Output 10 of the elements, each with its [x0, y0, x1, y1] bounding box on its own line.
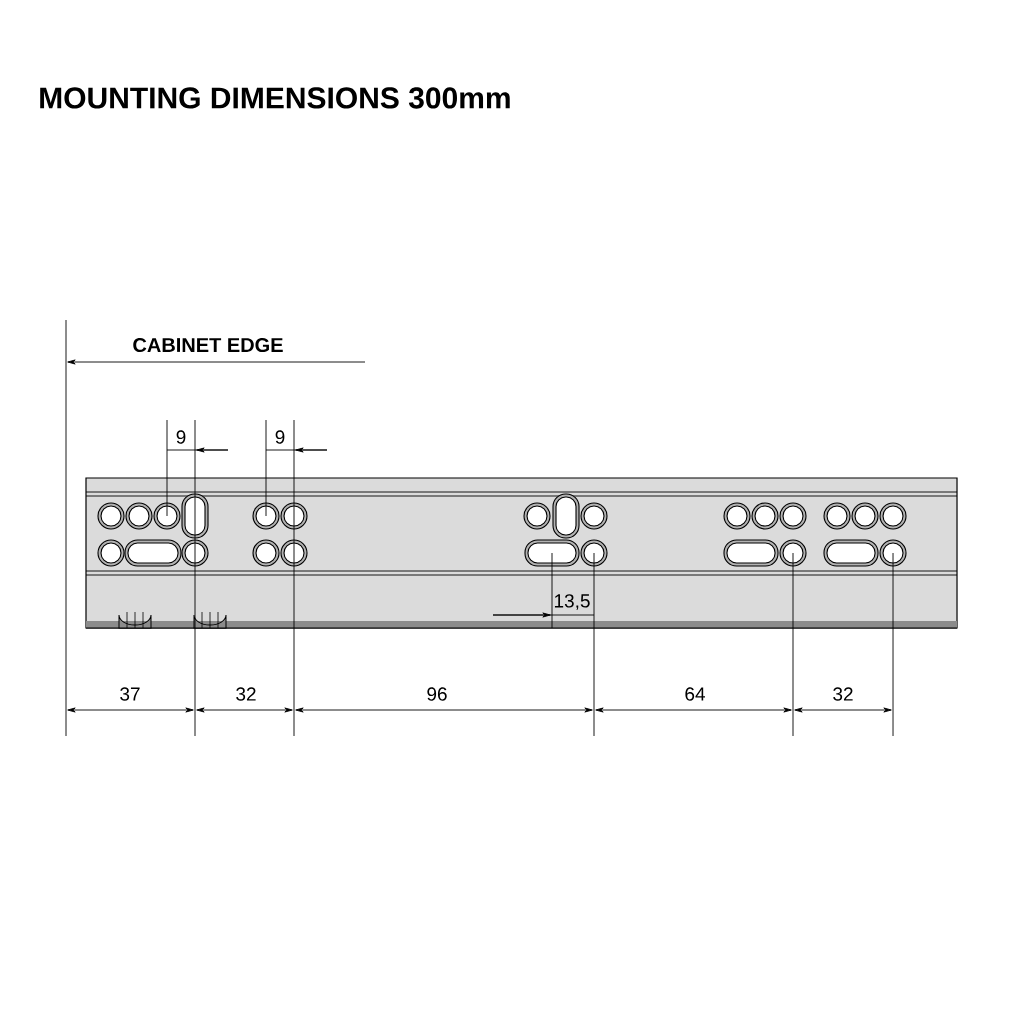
title: MOUNTING DIMENSIONS 300mm	[40, 87, 510, 109]
dimension-label: 37	[120, 687, 140, 701]
dimension-label: 13,5	[554, 594, 590, 610]
callout-text: CABINET EDGE	[133, 337, 283, 353]
dimension-label: 64	[685, 687, 705, 701]
dimension-label: 32	[833, 687, 853, 701]
dimension-label: 9	[176, 430, 186, 444]
dimension-label: 96	[427, 687, 447, 701]
dimension-label: 32	[236, 687, 256, 701]
dimension-label: 9	[275, 430, 285, 444]
